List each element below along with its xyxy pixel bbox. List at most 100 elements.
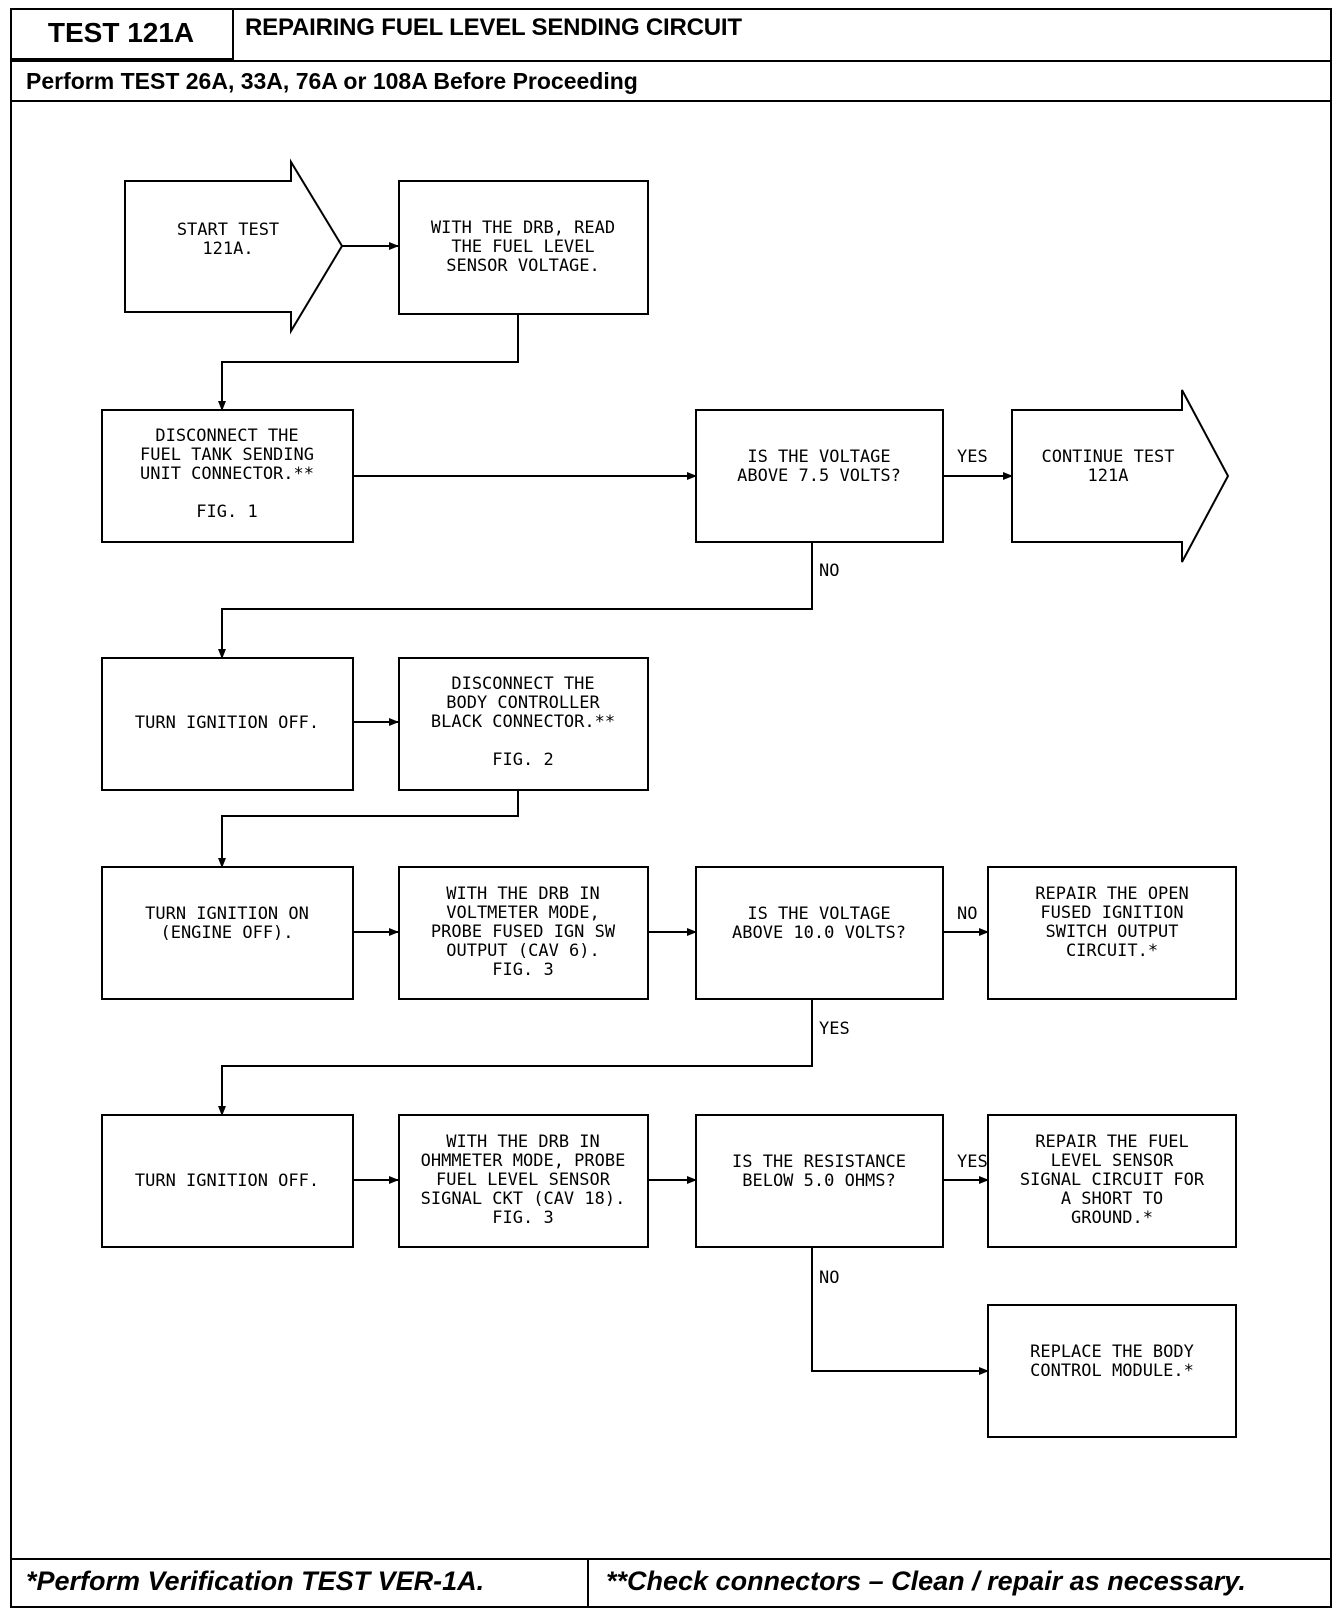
text-line: DISCONNECT THE: [451, 674, 594, 694]
text-line: SIGNAL CIRCUIT FOR: [1020, 1170, 1205, 1190]
text-line: UNIT CONNECTOR.**: [140, 464, 314, 484]
turn-ignition-off-box-1: [101, 657, 354, 791]
text-line: (ENGINE OFF).: [160, 923, 293, 943]
connector-decision1-no: [218, 542, 813, 659]
text-line: OUTPUT (CAV 6).: [446, 941, 600, 961]
text-line: CONTINUE TEST: [1041, 447, 1174, 467]
voltage-7-5-decision-box: [695, 409, 944, 543]
text-line: LEVEL SENSOR: [1051, 1151, 1175, 1171]
text-line: VOLTMETER MODE,: [446, 903, 600, 923]
text-line: A SHORT TO: [1061, 1189, 1163, 1209]
connector-decision3-no: [811, 1247, 989, 1375]
text-line: ABOVE 10.0 VOLTS?: [732, 923, 906, 943]
text-line: CONTROL MODULE.*: [1030, 1361, 1194, 1381]
text-line: TURN IGNITION OFF.: [135, 1171, 319, 1191]
text-line: FIG. 1: [196, 502, 257, 522]
text-line: FIG. 3: [492, 960, 553, 980]
label-yes-2: YES: [819, 1019, 850, 1039]
text-line: OHMMETER MODE, PROBE: [421, 1151, 626, 1171]
repair-short-box: [987, 1114, 1237, 1248]
prerequisite-divider: [10, 100, 1332, 102]
text-line: THE FUEL LEVEL: [451, 237, 594, 257]
text-line: BELOW 5.0 OHMS?: [742, 1171, 896, 1191]
continue-test-arrow-shape: [1011, 389, 1230, 563]
replace-module-box: [987, 1304, 1237, 1438]
label-no-3: NO: [819, 1268, 839, 1288]
text-line: START TEST: [177, 220, 279, 240]
voltage-10-decision-box: [695, 866, 944, 1000]
connector-decision2-yes: [218, 999, 813, 1116]
text-line: GROUND.*: [1071, 1208, 1153, 1228]
text-line: DISCONNECT THE: [155, 426, 298, 446]
footer-divider: [10, 1558, 1332, 1560]
start-arrow-shape: [124, 158, 344, 335]
text-line: TURN IGNITION OFF.: [135, 713, 319, 733]
text-line: SIGNAL CKT (CAV 18).: [421, 1189, 626, 1209]
turn-ignition-on-text: TURN IGNITION ON(ENGINE OFF).: [145, 904, 309, 943]
connector-read-to-disconnect: [218, 315, 519, 411]
turn-ignition-off-text-2: TURN IGNITION OFF.: [135, 1171, 319, 1191]
text-line: ABOVE 7.5 VOLTS?: [737, 466, 901, 486]
test-id: TEST 121A: [10, 8, 234, 60]
text-line: REPLACE THE BODY: [1030, 1342, 1194, 1362]
text-line: PROBE FUSED IGN SW: [431, 922, 616, 942]
text-line: IS THE RESISTANCE: [732, 1152, 906, 1172]
text-line: REPAIR THE OPEN: [1035, 884, 1189, 904]
header-divider: [10, 60, 1332, 62]
prerequisite-note: Perform TEST 26A, 33A, 76A or 108A Befor…: [26, 68, 638, 94]
footer-verification-note: *Perform Verification TEST VER-1A.: [26, 1566, 485, 1596]
connectors: [218, 242, 1013, 1375]
connector-bc-to-ignition-on: [218, 790, 519, 868]
disconnect-sending-unit-box: [101, 409, 354, 543]
footer-connector-note: **Check connectors – Clean / repair as n…: [606, 1566, 1246, 1596]
text-line: IS THE VOLTAGE: [747, 904, 890, 924]
text-line: WITH THE DRB, READ: [431, 218, 615, 238]
text-line: WITH THE DRB IN: [446, 1132, 600, 1152]
text-line: 121A: [1088, 466, 1129, 486]
turn-ignition-on-box: [101, 866, 354, 1000]
text-line: TURN IGNITION ON: [145, 904, 309, 924]
text-line: FIG. 3: [492, 1208, 553, 1228]
label-yes-1: YES: [957, 447, 988, 467]
text-line: FUEL LEVEL SENSOR: [436, 1170, 611, 1190]
label-yes-3: YES: [957, 1152, 988, 1172]
probe-fused-ign-box: [398, 866, 649, 1000]
turn-ignition-off-text-1: TURN IGNITION OFF.: [135, 713, 319, 733]
turn-ignition-off-box-2: [101, 1114, 354, 1248]
text-line: BLACK CONNECTOR.**: [431, 712, 615, 732]
label-no-1: NO: [819, 561, 839, 581]
text-line: REPAIR THE FUEL: [1035, 1132, 1189, 1152]
probe-sensor-signal-box: [398, 1114, 649, 1248]
text-line: FUSED IGNITION: [1040, 903, 1183, 923]
text-line: FUEL TANK SENDING: [140, 445, 314, 465]
read-voltage-box: [398, 180, 649, 315]
text-line: 121A.: [202, 239, 253, 259]
text-line: SENSOR VOLTAGE.: [446, 256, 600, 276]
disconnect-body-controller-box: [398, 657, 649, 791]
page-frame: [10, 8, 1332, 1608]
test-title: REPAIRING FUEL LEVEL SENDING CIRCUIT: [245, 14, 742, 41]
text-line: SWITCH OUTPUT: [1045, 922, 1178, 942]
text-line: WITH THE DRB IN: [446, 884, 600, 904]
text-line: BODY CONTROLLER: [446, 693, 600, 713]
repair-open-circuit-box: [987, 866, 1237, 1000]
text-line: FIG. 2: [492, 750, 553, 770]
text-line: IS THE VOLTAGE: [747, 447, 890, 467]
label-no-2: NO: [957, 904, 977, 924]
footer-vertical-divider: [587, 1558, 589, 1608]
resistance-decision-box: [695, 1114, 944, 1248]
